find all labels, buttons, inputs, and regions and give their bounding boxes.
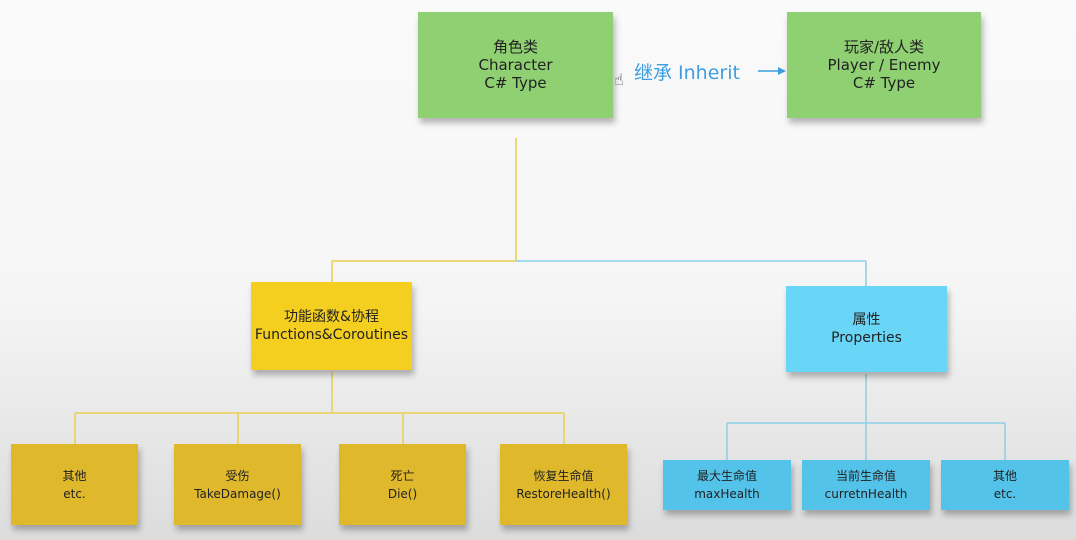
- character-label-en: Character: [478, 56, 553, 74]
- functions-coroutines-note[interactable]: 功能函数&协程 Functions&Coroutines: [251, 282, 412, 370]
- prop-child-maxhealth[interactable]: 最大生命值 maxHealth: [663, 460, 791, 510]
- character-type: C# Type: [484, 74, 547, 92]
- properties-note[interactable]: 属性 Properties: [786, 286, 947, 372]
- properties-label-en: Properties: [831, 330, 902, 346]
- func-child-takedamage[interactable]: 受伤 TakeDamage(): [174, 444, 301, 525]
- inherit-label: 继承 Inherit: [634, 62, 740, 84]
- player-label-cn: 玩家/敌人类: [843, 38, 925, 56]
- prop-child-etc[interactable]: 其他 etc.: [941, 460, 1069, 510]
- player-label-en: Player / Enemy: [827, 56, 941, 74]
- properties-label-cn: 属性: [852, 312, 881, 328]
- player-type: C# Type: [852, 74, 916, 92]
- prop-child-currenthealth[interactable]: 当前生命值 curretnHealth: [802, 460, 930, 510]
- func-child-die[interactable]: 死亡 Die(): [339, 444, 466, 525]
- func-child-etc[interactable]: 其他 etc.: [11, 444, 138, 525]
- functions-label-en: Functions&Coroutines: [254, 327, 409, 343]
- player-enemy-class-note[interactable]: 玩家/敌人类 Player / Enemy C# Type: [787, 12, 981, 118]
- functions-label-cn: 功能函数&协程: [284, 309, 379, 325]
- func-child-restorehealth[interactable]: 恢复生命值 RestoreHealth(): [500, 444, 627, 525]
- character-class-note[interactable]: 角色类 Character C# Type: [418, 12, 613, 118]
- character-label-cn: 角色类: [492, 38, 538, 56]
- hand-cursor-icon: ☝: [614, 70, 624, 89]
